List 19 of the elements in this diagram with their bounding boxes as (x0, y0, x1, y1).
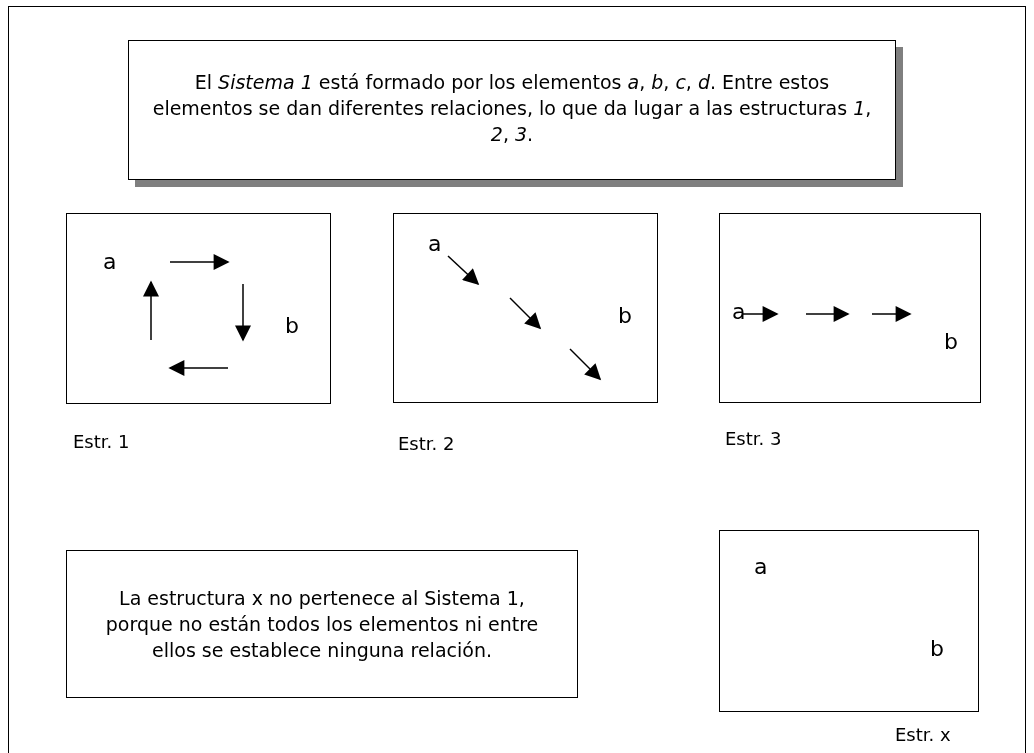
description-text: El Sistema 1 está formado por los elementos a, b, c, d. Entre estos elementos se dan diferentes relaciones, lo que da lugar a las estructuras 1, 2, 3. (151, 70, 873, 147)
element-label: b (285, 314, 299, 338)
structure-caption: Estr. x (895, 724, 951, 746)
element-label: b (944, 330, 958, 354)
element-label: b (618, 304, 632, 328)
structure-box (719, 213, 981, 403)
structure-caption: Estr. 2 (398, 433, 455, 455)
structure-box (66, 213, 331, 404)
element-label: a (103, 250, 117, 274)
structure-box (393, 213, 658, 403)
element-label: a (754, 555, 768, 579)
element-label: b (930, 637, 944, 661)
description-text: La estructura x no pertenece al Sistema 1, porque no están todos los elementos ni entre ellos se establece ninguna relación. (104, 586, 540, 663)
structure-caption: Estr. 3 (725, 428, 782, 450)
element-label: a (428, 232, 442, 256)
note-box (66, 550, 578, 698)
structure-caption: Estr. 1 (73, 431, 130, 453)
element-label: a (732, 300, 746, 324)
structure-box (719, 530, 979, 712)
